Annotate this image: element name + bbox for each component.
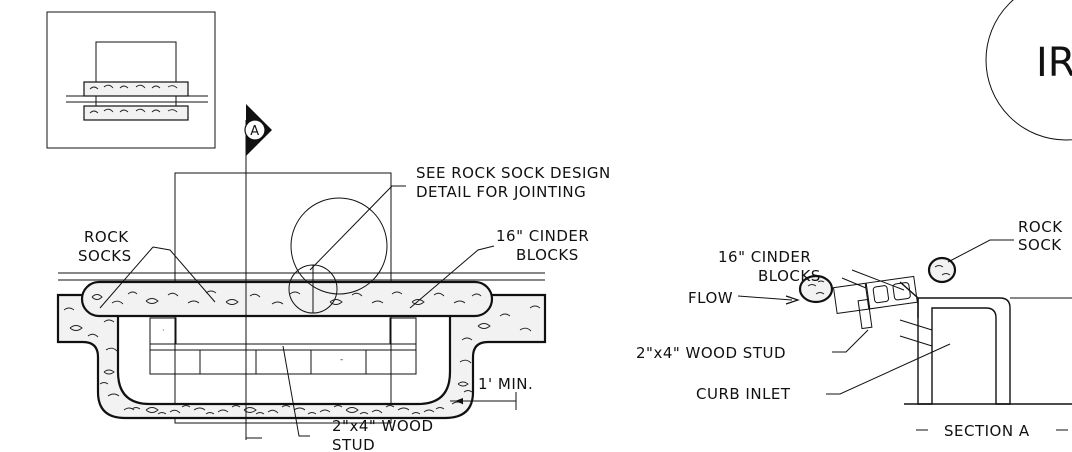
label-min: 1' MIN. xyxy=(478,375,533,393)
label-stud-2: STUD xyxy=(332,436,375,452)
section-marker: A xyxy=(244,104,272,156)
label-see-rock-sock-2: DETAIL FOR JOINTING xyxy=(416,183,586,201)
rock-sock-front xyxy=(798,274,834,304)
label-cinder-s2: BLOCKS xyxy=(758,267,821,285)
svg-text:-: - xyxy=(340,355,343,365)
svg-text:·: · xyxy=(162,326,165,335)
label-stud-section: 2"x4" WOOD STUD xyxy=(636,344,786,362)
curb-inlet xyxy=(917,297,1011,405)
label-rock-socks-2: SOCKS xyxy=(78,247,132,265)
label-rock-socks-1: ROCK xyxy=(84,228,129,246)
label-cinder-1: 16" CINDER xyxy=(496,227,589,245)
label-flow: FLOW xyxy=(688,289,733,307)
detail-circle-text: IR xyxy=(1036,40,1072,86)
detail-circle xyxy=(985,0,1072,141)
rock-sock-top xyxy=(927,256,957,284)
marker-letter: A xyxy=(250,124,259,139)
label-curb-inlet: CURB INLET xyxy=(696,385,791,403)
label-stud-1: 2"x4" WOOD xyxy=(332,417,434,435)
label-rock-1: ROCK xyxy=(1018,218,1063,236)
thumbnail xyxy=(46,11,216,149)
label-cinder-s1: 16" CINDER xyxy=(718,248,811,266)
section-view: IR ROCK SOCK 16" CINDER BL xyxy=(636,0,1072,440)
label-see-rock-sock-1: SEE ROCK SOCK DESIGN xyxy=(416,164,611,182)
rock-sock-upper xyxy=(80,280,494,318)
section-title: SECTION A xyxy=(944,422,1030,440)
jointing-circle-large xyxy=(290,197,388,295)
label-rock-2: SOCK xyxy=(1018,236,1062,254)
plan-view: · - A SEE ROCK SOCK DESIGN DETAIL FOR JO… xyxy=(56,104,611,452)
label-cinder-2: BLOCKS xyxy=(516,246,579,264)
